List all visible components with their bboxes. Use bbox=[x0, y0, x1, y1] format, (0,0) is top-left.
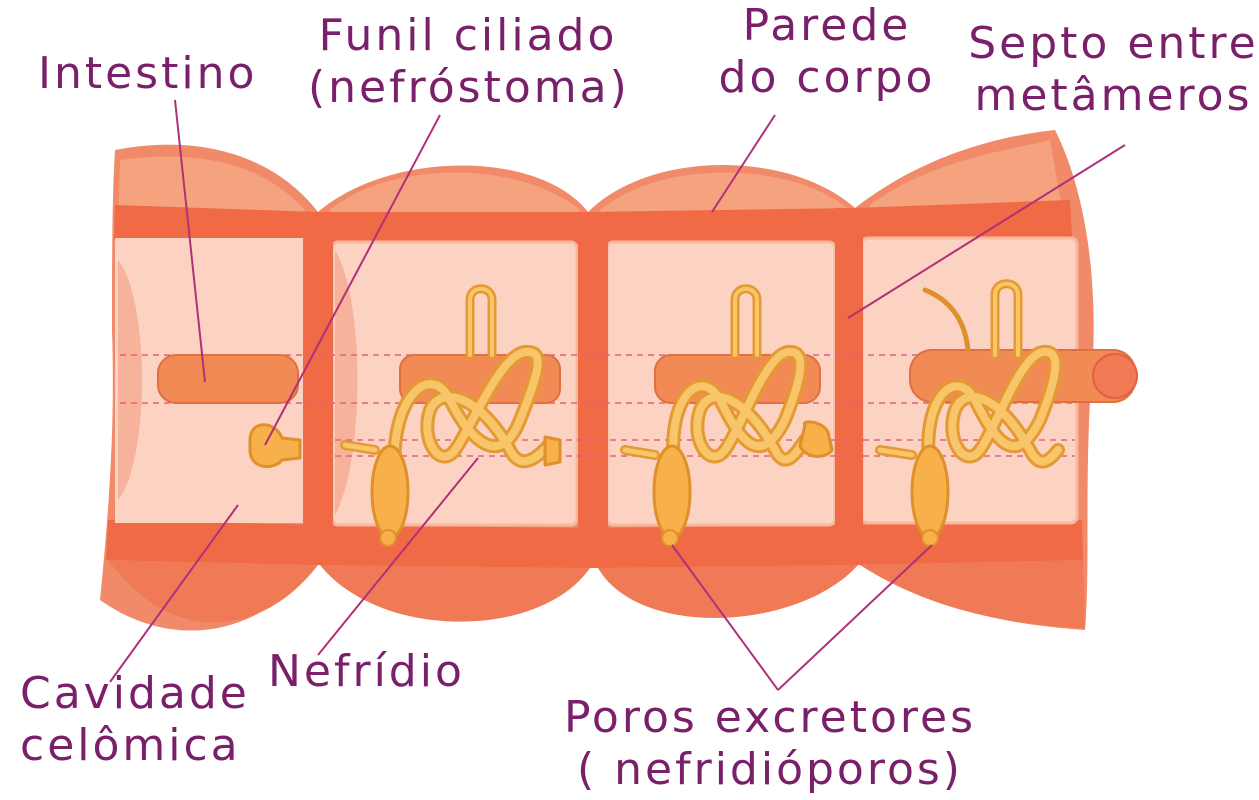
label-cavidade-line1: Cavidade bbox=[20, 668, 250, 720]
label-parede-do-corpo: Parede do corpo bbox=[712, 0, 942, 104]
label-poros-line1: Poros excretores bbox=[560, 692, 980, 744]
label-nefridio: Nefrídio bbox=[268, 646, 465, 698]
label-funil-ciliado: Funil ciliado (nefróstoma) bbox=[308, 10, 628, 114]
septum-2 bbox=[578, 212, 608, 568]
label-funil-line1: Funil ciliado bbox=[308, 10, 628, 62]
label-septo-line2: metâmeros bbox=[968, 70, 1259, 122]
label-septo-line1: Septo entre bbox=[968, 18, 1259, 70]
septum-1 bbox=[303, 212, 333, 565]
label-poros-excretores: Poros excretores ( nefridióporos) bbox=[560, 692, 980, 796]
label-parede-line1: Parede bbox=[712, 0, 942, 52]
label-cavidade-celomica: Cavidade celômica bbox=[20, 668, 250, 772]
label-parede-line2: do corpo bbox=[712, 52, 942, 104]
label-septo-entre-metameros: Septo entre metâmeros bbox=[968, 18, 1259, 122]
label-funil-line2: (nefróstoma) bbox=[308, 62, 628, 114]
intestine-seg-1 bbox=[158, 355, 298, 403]
septum-3 bbox=[835, 208, 863, 565]
label-cavidade-line2: celômica bbox=[20, 720, 250, 772]
label-intestino: Intestino bbox=[38, 48, 257, 100]
label-poros-line2: ( nefridióporos) bbox=[560, 744, 980, 796]
